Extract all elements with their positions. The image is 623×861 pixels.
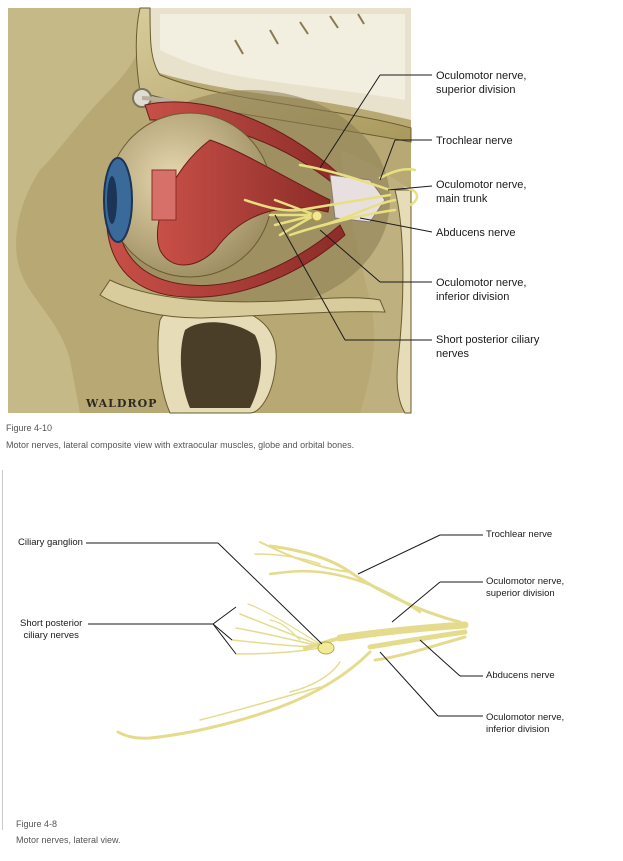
- nerve-paths: [116, 541, 469, 740]
- dura: [160, 14, 405, 100]
- figure-4-8: Ciliary ganglion Short posterior ciliary…: [0, 462, 623, 861]
- figure-number: Figure 4-8: [16, 819, 58, 829]
- label-short-posterior: Short posterior ciliary nerves: [20, 618, 83, 641]
- figure-number: Figure 4-10: [6, 423, 53, 433]
- label-oculomotor-inferior: Oculomotor nerve, inferior division: [436, 277, 527, 303]
- leader-lines: [274, 74, 433, 341]
- figure-caption: Motor nerves, lateral composite view wit…: [6, 440, 355, 450]
- label-oculomotor-superior: Oculomotor nerve, superior division: [486, 576, 565, 599]
- orbital-floor: [99, 279, 386, 319]
- ciliary-ganglion: [311, 210, 323, 222]
- leader-lines: [86, 534, 483, 717]
- page-edge-line: [2, 470, 3, 830]
- facial-bone: [8, 8, 150, 413]
- label-short-posterior: Short posterior ciliary nerves: [436, 334, 540, 360]
- sphenoid-edge: [394, 189, 412, 414]
- label-oculomotor-main: Oculomotor nerve, main trunk: [436, 179, 527, 205]
- label-trochlear: Trochlear nerve: [486, 529, 553, 540]
- label-oculomotor-inferior: Oculomotor nerve, inferior division: [486, 712, 565, 735]
- figure-4-10: Oculomotor nerve, superior division Troc…: [6, 7, 540, 450]
- cranial-ridges: [234, 13, 365, 55]
- annulus-of-zinn: [329, 174, 386, 223]
- inferior-rectus-muscle: [105, 189, 346, 298]
- pupil: [107, 176, 117, 224]
- label-abducens: Abducens nerve: [436, 227, 516, 239]
- artist-signature: WALDROP: [86, 397, 158, 410]
- orbit-illustration: [8, 7, 433, 414]
- ciliary-ganglion: [317, 641, 335, 655]
- label-ciliary-ganglion: Ciliary ganglion: [18, 537, 83, 548]
- nerve-diagram: [86, 534, 483, 740]
- muscle-insertion: [151, 169, 177, 221]
- label-abducens: Abducens nerve: [486, 670, 555, 681]
- figure-caption: Motor nerves, lateral view.: [16, 835, 121, 845]
- maxillary-sinus: [180, 322, 262, 408]
- label-trochlear: Trochlear nerve: [436, 135, 513, 147]
- label-oculomotor-superior: Oculomotor nerve, superior division: [436, 70, 527, 96]
- nerve-bundle: [243, 163, 419, 237]
